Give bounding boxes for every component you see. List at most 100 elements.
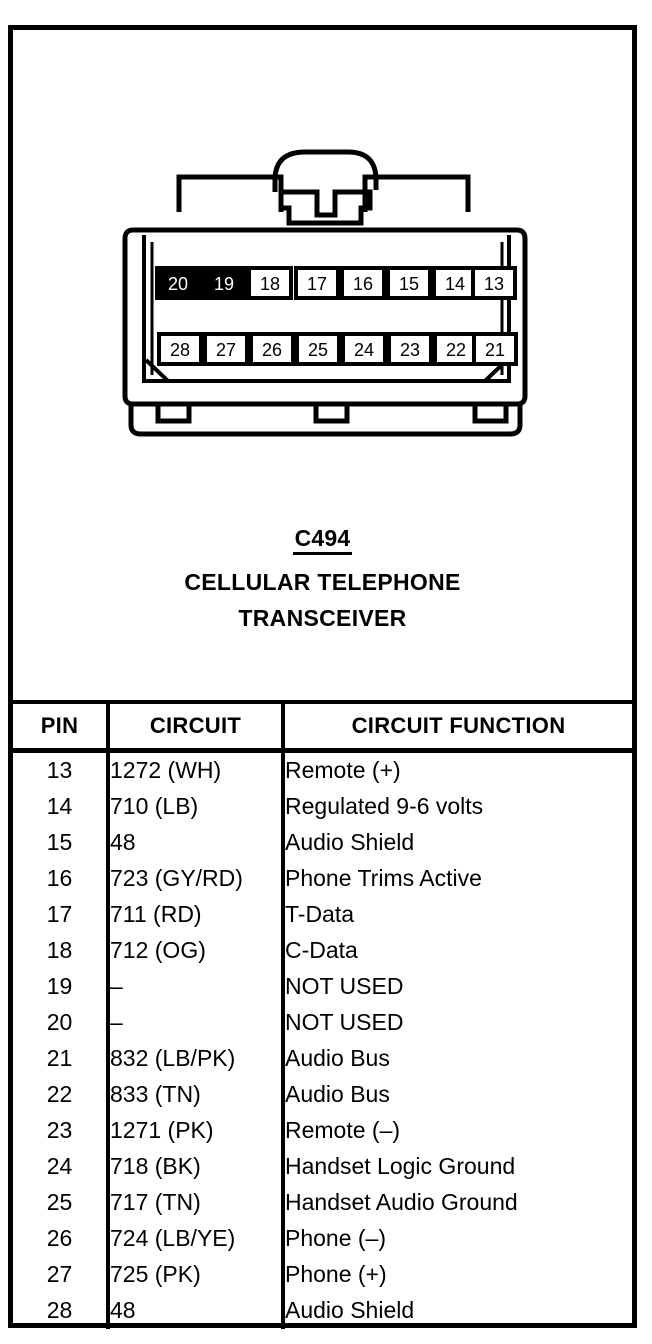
cell-circuit-function: Audio Bus [285,1045,390,1071]
column-header-function: CIRCUIT FUNCTION [283,700,632,753]
cell-pin: 14 [13,789,110,825]
cell-pin: 28 [13,1293,110,1329]
pin-cavity-24-label: 24 [354,340,374,360]
cell-circuit-function: Phone (+) [285,1261,387,1287]
cell-circuit-function: T-Data [285,901,355,927]
cell-circuit-function: Audio Shield [285,1297,415,1323]
connector-latch-arch [272,149,379,190]
cell-pin: 13 [13,750,110,789]
pin-cavity-26: 26 [249,332,295,366]
pin-cavity-19: 19 [201,266,247,300]
connector-title-line-1: CELLULAR TELEPHONE [184,569,461,595]
pin-cavity-25-label: 25 [308,340,328,360]
cell-pin: 15 [13,825,110,861]
cell-circuit: 48 [108,825,285,861]
pin-cavity-13-box [471,266,517,300]
pin-cavity-23-box [387,332,433,366]
table-header-row: PIN CIRCUIT CIRCUIT FUNCTION [13,700,632,753]
pin-cavity-17-box [294,266,340,300]
pin-cavity-15-label: 15 [399,274,419,294]
cell-circuit: 833 (TN) [108,1077,285,1113]
pin-cavity-24-box [341,332,387,366]
connector-center-latch [278,189,373,226]
connector-base-skirt [128,404,523,437]
cell-circuit-function: Phone Trims Active [285,865,482,891]
pin-cavity-20-box [155,266,201,300]
cell-circuit-function: Audio Bus [285,1081,390,1107]
cell-circuit-function: NOT USED [285,1009,404,1035]
cell-pin: 20 [13,1005,110,1041]
connector-base-tab-right [472,404,509,424]
cell-circuit-function: Remote (–) [285,1117,401,1143]
pin-cavity-18-box [247,266,293,300]
connector-body-outline [122,227,528,407]
cell-pin: 21 [13,1041,110,1077]
cell-pin: 23 [13,1113,110,1149]
pin-cavity-16-box [340,266,386,300]
cell-pin: 19 [13,969,110,1005]
cell-circuit: 711 (RD) [108,897,285,933]
cell-circuit: – [108,1005,285,1041]
cell-circuit-function: Remote (+) [285,757,401,783]
connector-cavity-wall [142,235,511,383]
pin-cavity-14: 14 [432,266,478,300]
connector-id-wrap: C494 [13,525,632,555]
cell-circuit: 712 (OG) [108,933,285,969]
pin-cavity-15: 15 [386,266,432,300]
connector-diagram: 20 19 18 17 16 [13,30,632,700]
pin-cavity-27-label: 27 [216,340,236,360]
page-border-frame: 20 19 18 17 16 [8,25,637,1329]
connector-right-shoulder [362,174,471,212]
pin-row-bottom: 28 27 26 25 24 [157,332,518,366]
connector-chamfer-left [144,358,170,383]
pin-cavity-23: 23 [387,332,433,366]
pin-cavity-13: 13 [471,266,517,300]
pin-cavity-25: 25 [295,332,341,366]
cell-circuit-function: NOT USED [285,973,404,999]
pin-cavity-18-label: 18 [260,274,280,294]
cell-pin: 16 [13,861,110,897]
cell-circuit-function: Handset Logic Ground [285,1153,516,1179]
cell-circuit: 1272 (WH) [108,750,285,789]
cell-circuit: 48 [108,1293,285,1329]
pin-cavity-21-label: 21 [485,340,505,360]
cell-circuit: 724 (LB/YE) [108,1221,285,1257]
pin-cavity-20-label: 20 [168,274,188,294]
table-row: 20–NOT USED [13,1005,632,1041]
pin-cavity-21-box [472,332,518,366]
cell-pin: 27 [13,1257,110,1293]
cell-circuit-function: Phone (–) [285,1225,387,1251]
pin-cavity-27: 27 [203,332,249,366]
pin-cavity-28: 28 [157,332,203,366]
pin-cavity-13-label: 13 [484,274,504,294]
pin-cavity-27-box [203,332,249,366]
pin-cavity-26-label: 26 [262,340,282,360]
connector-title-line-2: TRANSCEIVER [238,605,407,631]
pin-cavity-26-box [249,332,295,366]
cell-pin: 24 [13,1149,110,1185]
pin-cavity-22-label: 22 [446,340,466,360]
cell-pin: 18 [13,933,110,969]
connector-drawing: 20 19 18 17 16 [122,149,528,437]
pin-cavity-28-label: 28 [170,340,190,360]
connector-caption: C494 CELLULAR TELEPHONE TRANSCEIVER [13,525,632,636]
cell-circuit: 725 (PK) [108,1257,285,1293]
cell-circuit-function: Handset Audio Ground [285,1189,518,1215]
pin-cavity-28-box [157,332,203,366]
pin-cavity-19-box [201,266,247,300]
pin-cavity-16-label: 16 [353,274,373,294]
column-header-pin: PIN [13,700,110,753]
cell-pin: 26 [13,1221,110,1257]
cell-circuit: 723 (GY/RD) [108,861,285,897]
